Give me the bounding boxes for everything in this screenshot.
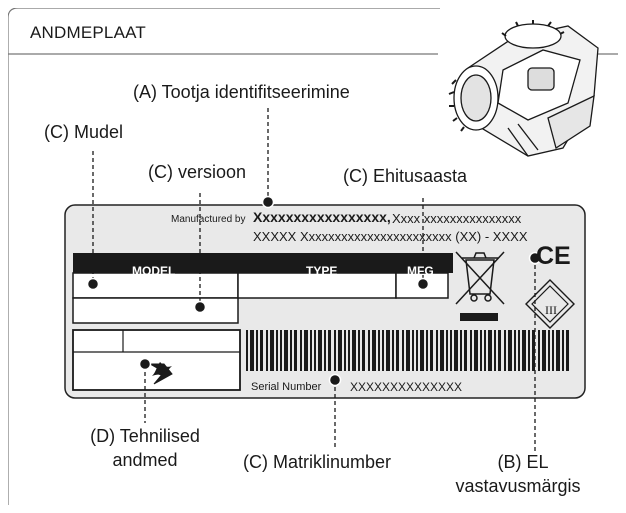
leader-dots	[86, 195, 542, 387]
plate-mfg-label: MFG	[407, 264, 434, 278]
callout-model: (C) Mudel	[44, 122, 124, 142]
plate-serial-value: XXXXXXXXXXXXXX	[350, 380, 463, 394]
callout-ce-line2: vastavusmärgis	[455, 476, 581, 496]
version-dot	[193, 300, 207, 314]
class-iii-diamond	[525, 279, 575, 329]
callout-tech-data-line2: andmed	[112, 450, 178, 470]
model-dot	[86, 277, 100, 291]
plate-address-line2: XXXXX Xxxxxxxxxxxxxxxxxxxxxxx (XX) - XXX…	[253, 229, 528, 244]
ce-mark: CE	[536, 242, 571, 270]
plate-model-label: MODEL	[132, 264, 176, 278]
plate-header-bar	[73, 253, 453, 273]
leader-lines	[92, 108, 536, 453]
callout-serial: (C) Matriklinumber	[243, 452, 392, 472]
class-iii-diamond-inner	[531, 285, 569, 323]
plate-serial-label: Serial Number	[251, 381, 322, 393]
tech-data-dot	[138, 357, 152, 371]
ce-dot	[528, 251, 542, 265]
callout-year: (C) Ehitusaasta	[343, 166, 468, 186]
callout-version: (C) versioon	[148, 162, 247, 182]
class-iii-label: III	[545, 303, 557, 317]
version-box	[72, 297, 239, 324]
callout-tech-data-line1: (D) Tehnilised	[90, 426, 200, 446]
serial-dot	[328, 373, 342, 387]
page-title: ANDMEPLAAT	[30, 23, 146, 42]
manufacturer-dot	[261, 195, 275, 209]
tech-data-box	[72, 329, 241, 391]
plate-type-label: TYPE	[306, 264, 338, 278]
callout-ce-line1: (B) EL	[497, 452, 549, 472]
frame-border	[8, 8, 440, 505]
callout-manufacturer-id: (A) Tootja identifitseerimine	[133, 82, 350, 102]
weee-bar	[460, 313, 498, 321]
year-dot	[416, 277, 430, 291]
plate-manufacturer-name: Xxxxxxxxxxxxxxxxx,	[253, 209, 391, 225]
type-box	[237, 272, 397, 299]
plate-address-line1: Xxxx xxxxxxxxxxxxxxx	[392, 211, 522, 226]
diagram-frame: ANDMEPLAAT (A) Tootja identifitseerimine…	[8, 8, 618, 505]
robot-mower-illustration	[448, 20, 599, 157]
weee-bin-icon	[455, 251, 505, 305]
plate-manufactured-by: Manufactured by	[171, 214, 246, 225]
barcode	[246, 330, 569, 371]
diagram-svg	[8, 8, 618, 505]
